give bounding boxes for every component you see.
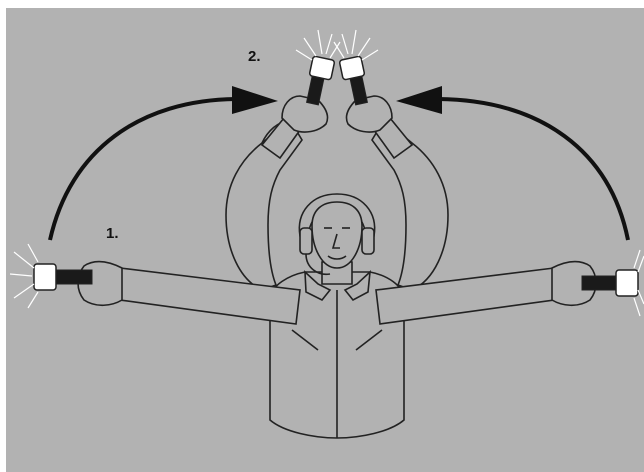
step-1-label: 1. (106, 226, 119, 241)
step-2-label: 2. (248, 49, 261, 64)
